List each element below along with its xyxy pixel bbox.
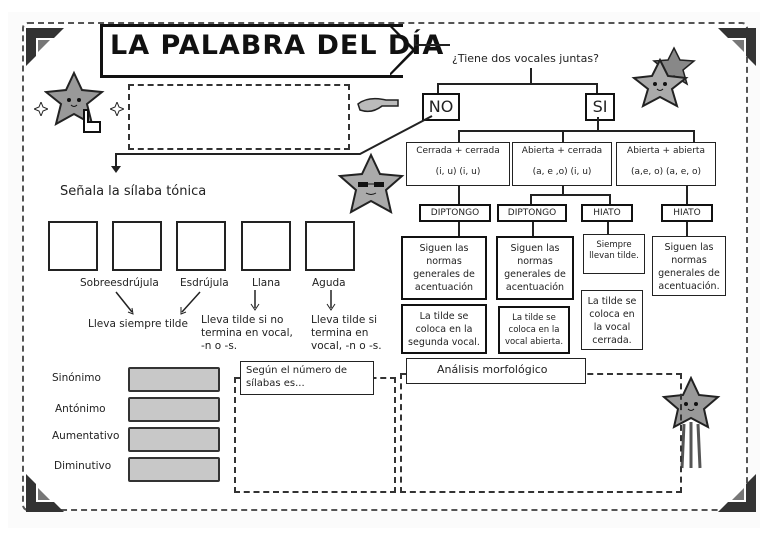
antonimo-field[interactable]: [128, 397, 220, 422]
diptongo-label-2: DIPTONGO: [497, 204, 567, 222]
star-mascot-icon: [44, 70, 105, 133]
arrow-icon: [250, 290, 260, 311]
vowel-group-closed-closed: Cerrada + cerrada (i, u) (i, u): [406, 142, 510, 186]
si-option: SI: [585, 93, 615, 121]
aumentativo-field[interactable]: [128, 427, 220, 452]
pointing-hand-icon: [357, 97, 399, 113]
rule-aguda: Lleva tilde si termina en vocal, -n o -s…: [311, 314, 382, 352]
hiato-label-1: HIATO: [581, 204, 633, 222]
syllable-box[interactable]: [176, 221, 226, 271]
rule-llana: Lleva tilde si no termina en vocal, -n o…: [201, 314, 293, 352]
morph-analysis-answer-area[interactable]: [400, 373, 682, 493]
label-aumentativo: Aumentativo: [52, 430, 120, 442]
rule-box-1: Siguen las normas generales de acentuaci…: [401, 236, 487, 300]
syllable-type-esdrujula: Esdrújula: [180, 277, 229, 289]
rule-box-3b: La tilde se coloca en la vocal cerrada.: [581, 290, 643, 350]
hiato-label-2: HIATO: [661, 204, 713, 222]
label-sinonimo: Sinónimo: [52, 372, 101, 384]
syllable-type-sobreesdrujula: Sobreesdrújula: [80, 277, 159, 289]
corner-decoration-icon: [26, 28, 64, 66]
connector-line: [111, 115, 433, 173]
label-antonimo: Antónimo: [55, 403, 106, 415]
rule-sobreesdrujula-esdrujula: Lleva siempre tilde: [88, 318, 188, 330]
sparkle-icon: [110, 102, 124, 116]
rule-box-2: Siguen las normas generales de acentuaci…: [496, 236, 574, 300]
syllable-box[interactable]: [241, 221, 291, 271]
rule-box-3: Siempre llevan tilde.: [583, 234, 645, 274]
corner-decoration-icon: [718, 474, 756, 512]
syllable-box[interactable]: [48, 221, 98, 271]
morph-analysis-label: Análisis morfológico: [406, 358, 586, 384]
word-of-day-input[interactable]: [128, 84, 350, 150]
tonic-heading: Señala la sílaba tónica: [60, 184, 207, 199]
vowel-group-open-open: Abierta + abierta (a,e, o) (a, e, o): [616, 142, 716, 186]
corner-decoration-icon: [718, 28, 756, 66]
star-rainbow-icon: [661, 376, 721, 469]
page-title: LA PALABRA DEL DÍA: [110, 30, 445, 61]
arrow-icon: [326, 290, 336, 311]
stars-group-icon: [631, 46, 696, 108]
diptongo-label-1: DIPTONGO: [419, 204, 491, 222]
rule-box-1b: La tilde se coloca en la segunda vocal.: [401, 304, 487, 354]
title-banner: [100, 24, 403, 78]
syllable-box[interactable]: [305, 221, 355, 271]
corner-decoration-icon: [26, 474, 64, 512]
rule-box-2b: La tilde se coloca en la vocal abierta.: [498, 306, 570, 354]
sinonimo-field[interactable]: [128, 367, 220, 392]
vowel-group-open-closed: Abierta + cerrada (a, e ,o) (i, u): [512, 142, 612, 186]
syllable-type-aguda: Aguda: [312, 277, 346, 289]
sparkle-icon: [34, 102, 48, 116]
syllable-count-label: Según el número de sílabas es...: [240, 361, 374, 395]
rule-box-4: Siguen las normas generales de acentuaci…: [652, 236, 726, 296]
no-option: NO: [422, 93, 460, 121]
vowels-question: ¿Tiene dos vocales juntas?: [452, 52, 599, 65]
diminutivo-field[interactable]: [128, 457, 220, 482]
star-sunglasses-icon: [337, 152, 405, 214]
arrow-icon: [115, 291, 201, 315]
syllable-box[interactable]: [112, 221, 162, 271]
syllable-type-llana: Llana: [252, 277, 281, 289]
label-diminutivo: Diminutivo: [54, 460, 112, 472]
